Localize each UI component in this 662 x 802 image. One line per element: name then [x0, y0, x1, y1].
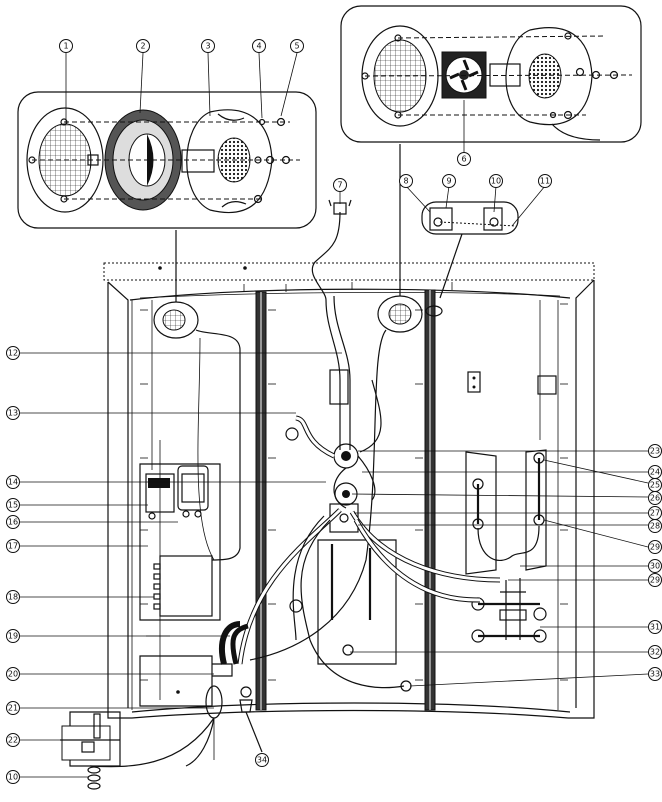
fan-housing: [489, 27, 601, 141]
screw-hardware-right: [549, 32, 619, 120]
svg-text:21: 21: [8, 704, 18, 713]
svg-text:10: 10: [491, 177, 501, 186]
callout-2: 2: [136, 39, 150, 53]
callout-1: 1: [59, 39, 73, 53]
callout-24: 24: [648, 465, 662, 479]
speaker-left-mounted: [153, 230, 199, 339]
svg-text:32: 32: [650, 648, 660, 657]
svg-text:25: 25: [650, 481, 660, 490]
drain-detail: [60, 685, 263, 790]
svg-text:9: 9: [446, 177, 451, 186]
callout-30: 30: [648, 559, 662, 573]
callout-13: 13: [6, 406, 20, 420]
callout-26: 26: [648, 491, 662, 505]
handrail-panels: [465, 449, 547, 575]
callout-15: 15: [6, 498, 20, 512]
callout-9: 9: [442, 174, 456, 188]
callout-27: 27: [648, 506, 662, 520]
callout-31: 31: [648, 620, 662, 634]
hoses: [219, 508, 501, 692]
callout-21: 21: [6, 701, 20, 715]
callout-19: 19: [6, 629, 20, 643]
speaker-housing-left: [181, 109, 273, 214]
svg-text:3: 3: [205, 42, 210, 51]
svg-text:29: 29: [650, 543, 660, 552]
callout-34: 34: [255, 753, 269, 767]
pipe-manifold: [471, 578, 547, 643]
callout-8: 8: [399, 174, 413, 188]
svg-text:15: 15: [8, 501, 18, 510]
svg-text:27: 27: [650, 509, 660, 518]
callout-17: 17: [6, 539, 20, 553]
power-cord-top: [311, 199, 352, 301]
callout-18: 18: [6, 590, 20, 604]
shower-column: [285, 295, 382, 509]
svg-text:20: 20: [8, 670, 18, 679]
callout-33: 33: [648, 667, 662, 681]
svg-text:6: 6: [461, 155, 466, 164]
callout-4: 4: [252, 39, 266, 53]
svg-text:23: 23: [650, 447, 660, 456]
detail-bubble-left: [17, 91, 317, 229]
svg-text:22: 22: [8, 736, 18, 745]
svg-text:17: 17: [8, 542, 18, 551]
wall-box: [537, 375, 557, 395]
callout-29: 29: [648, 540, 662, 554]
callout-22: 22: [6, 733, 20, 747]
callout-20: 20: [6, 667, 20, 681]
svg-text:14: 14: [8, 478, 18, 487]
svg-text:10: 10: [8, 773, 18, 782]
callout-11: 11: [538, 174, 552, 188]
fan-unit: [441, 51, 487, 99]
callout-14: 14: [6, 475, 20, 489]
callout-12: 12: [6, 346, 20, 360]
svg-text:34: 34: [257, 756, 267, 765]
svg-text:24: 24: [650, 468, 660, 477]
callout-29-second: 29: [648, 573, 662, 587]
screw-hardware-left: [87, 117, 291, 204]
svg-text:7: 7: [337, 181, 342, 190]
wall-bracket: [467, 371, 481, 393]
speaker-gasket: [104, 109, 182, 211]
svg-text:13: 13: [8, 409, 18, 418]
callout-6: 6: [457, 152, 471, 166]
light-detail: [421, 201, 519, 299]
svg-text:16: 16: [8, 518, 18, 527]
svg-text:28: 28: [650, 522, 660, 531]
callout-16: 16: [6, 515, 20, 529]
svg-text:12: 12: [8, 349, 18, 358]
callout-23: 23: [648, 444, 662, 458]
callout-32: 32: [648, 645, 662, 659]
svg-text:30: 30: [650, 562, 660, 571]
svg-text:2: 2: [140, 42, 145, 51]
svg-text:19: 19: [8, 632, 18, 641]
callout-28: 28: [648, 519, 662, 533]
callout-7: 7: [333, 178, 347, 192]
svg-text:4: 4: [256, 42, 261, 51]
callout-3: 3: [201, 39, 215, 53]
svg-text:18: 18: [8, 593, 18, 602]
leader-lines: [20, 52, 649, 778]
svg-text:33: 33: [650, 670, 660, 679]
callout-25: 25: [648, 478, 662, 492]
detail-bubble-right: [340, 5, 642, 143]
svg-text:31: 31: [650, 623, 660, 632]
callout-10-bottom: 10: [6, 770, 20, 784]
control-unit: [139, 463, 233, 707]
callout-10: 10: [489, 174, 503, 188]
svg-text:1: 1: [63, 42, 68, 51]
svg-text:11: 11: [540, 177, 550, 186]
svg-text:8: 8: [403, 177, 408, 186]
fan-mounted: [377, 144, 443, 333]
shower-enclosure: [103, 262, 595, 719]
callout-5: 5: [290, 39, 304, 53]
svg-text:29: 29: [650, 576, 660, 585]
svg-text:26: 26: [650, 494, 660, 503]
svg-text:5: 5: [294, 42, 299, 51]
